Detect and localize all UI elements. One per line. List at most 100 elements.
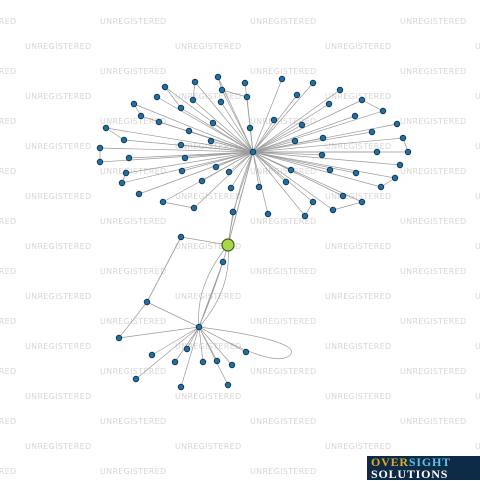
graph-node[interactable] [143, 298, 151, 306]
graph-node[interactable] [189, 96, 197, 104]
graph-node[interactable] [227, 184, 235, 192]
graph-node[interactable] [207, 137, 215, 145]
graph-node[interactable] [326, 166, 334, 174]
graph-node[interactable] [373, 148, 381, 156]
graph-node[interactable] [137, 112, 145, 120]
graph-node[interactable] [298, 121, 306, 129]
graph-edge [212, 122, 254, 153]
graph-node[interactable] [181, 154, 189, 162]
graph-node[interactable] [225, 168, 233, 176]
watermark-text: UNREGISTERED [25, 242, 91, 251]
graph-node[interactable] [155, 118, 163, 126]
watermark-text: UNREGISTERED [0, 67, 16, 76]
watermark-layer: UNREGISTERED UNREGISTERED UNREGISTERED UNRE… [0, 17, 480, 476]
graph-node[interactable] [96, 158, 104, 166]
graph-node[interactable] [214, 73, 222, 81]
graph-node[interactable] [115, 334, 123, 342]
graph-node[interactable] [219, 258, 227, 266]
graph-node[interactable] [198, 177, 206, 185]
watermark-text: UNREGISTERED [325, 42, 391, 51]
graph-node[interactable] [183, 345, 191, 353]
graph-node[interactable] [132, 375, 140, 383]
graph-node[interactable] [301, 212, 309, 220]
graph-node[interactable] [379, 107, 387, 115]
graph-edge [156, 96, 254, 153]
graph-node[interactable] [153, 93, 161, 101]
graph-node[interactable] [309, 79, 317, 87]
graph-node[interactable] [148, 351, 156, 359]
graph-node[interactable] [404, 148, 412, 156]
graph-edge [201, 151, 254, 182]
graph-node[interactable] [171, 358, 179, 366]
watermark-text: UNREGISTERED [400, 117, 466, 126]
graph-node[interactable] [217, 98, 225, 106]
graph-node[interactable] [212, 163, 220, 171]
graph-node[interactable] [224, 381, 232, 389]
graph-node[interactable] [243, 93, 251, 101]
graph-node[interactable] [102, 124, 110, 132]
graph-node[interactable] [264, 210, 272, 218]
graph-node[interactable] [287, 166, 295, 174]
graph-node[interactable] [185, 127, 193, 135]
graph-edge [135, 326, 200, 380]
graph-node[interactable] [368, 128, 376, 136]
graph-node[interactable] [96, 144, 104, 152]
graph-node[interactable] [358, 198, 366, 206]
graph-node[interactable] [177, 104, 185, 112]
graph-node[interactable] [309, 198, 317, 206]
watermark-text: UNREGISTERED [325, 292, 391, 301]
graph-node[interactable] [125, 154, 133, 162]
graph-node[interactable] [130, 100, 138, 108]
graph-node[interactable] [242, 348, 250, 356]
graph-node[interactable] [241, 79, 249, 87]
graph-node[interactable] [191, 78, 199, 86]
graph-node[interactable] [352, 169, 360, 177]
graph-node[interactable] [396, 161, 404, 169]
graph-node[interactable] [270, 116, 278, 124]
graph-node[interactable] [377, 183, 385, 191]
graph-node[interactable] [339, 192, 347, 200]
graph-node[interactable] [318, 151, 326, 159]
graph-node[interactable] [118, 179, 126, 187]
graph-node[interactable] [199, 358, 207, 366]
graph-node[interactable] [291, 137, 299, 145]
graph-node[interactable] [135, 190, 143, 198]
graph-node[interactable] [319, 134, 327, 142]
node-layer [96, 73, 412, 391]
graph-node[interactable] [229, 208, 237, 216]
graph-node[interactable] [358, 96, 366, 104]
graph-node[interactable] [213, 357, 221, 365]
watermark-text: UNREGISTERED [400, 367, 466, 376]
graph-node[interactable] [336, 86, 344, 94]
graph-node[interactable] [351, 112, 359, 120]
graph-node[interactable] [228, 361, 236, 369]
graph-node[interactable] [246, 124, 254, 132]
graph-node[interactable] [255, 183, 263, 191]
graph-node[interactable] [293, 91, 301, 99]
graph-node[interactable] [122, 169, 130, 177]
watermark-text: UNREGISTERED [100, 367, 166, 376]
graph-node[interactable] [399, 134, 407, 142]
graph-edge [252, 110, 384, 153]
graph-node[interactable] [120, 136, 128, 144]
watermark-text: UNREGISTERED [250, 417, 316, 426]
graph-node[interactable] [177, 141, 185, 149]
graph-node[interactable] [393, 120, 401, 128]
graph-node[interactable] [218, 86, 226, 94]
graph-node[interactable] [329, 206, 337, 214]
graph-node[interactable] [178, 167, 186, 175]
graph-node[interactable] [278, 75, 286, 83]
graph-node[interactable] [161, 83, 169, 91]
hub-node[interactable] [249, 148, 257, 156]
graph-node[interactable] [391, 174, 399, 182]
graph-node[interactable] [209, 119, 217, 127]
graph-node[interactable] [177, 383, 185, 391]
focus-node[interactable] [221, 238, 235, 252]
graph-node[interactable] [159, 198, 167, 206]
graph-node[interactable] [190, 204, 198, 212]
hub-node[interactable] [195, 323, 203, 331]
graph-edge [252, 124, 303, 153]
graph-node[interactable] [325, 100, 333, 108]
graph-node[interactable] [177, 233, 185, 241]
graph-node[interactable] [282, 178, 290, 186]
